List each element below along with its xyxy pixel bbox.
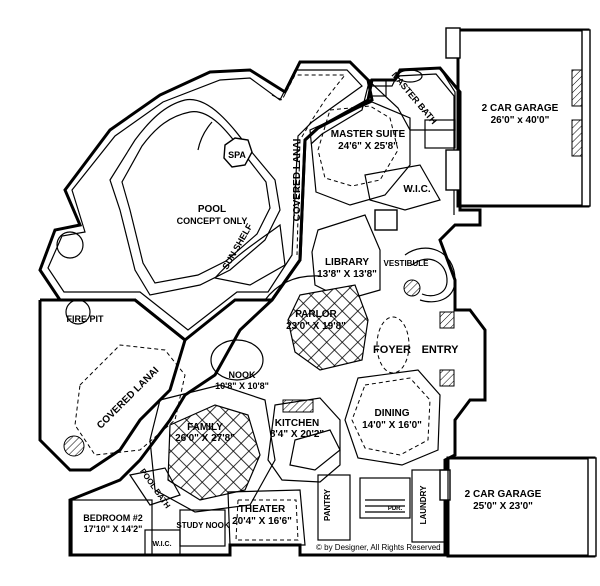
family-walls	[149, 384, 276, 513]
study-nook-walls	[179, 509, 226, 547]
label-study-nook-text: STUDY NOOK	[176, 521, 229, 530]
master-bath-walls	[366, 67, 456, 131]
label-dining-size: 14'0" X 16'0"	[362, 420, 422, 431]
house-outline	[68, 66, 487, 557]
spiral-stair	[63, 435, 85, 457]
label-nook-name: NOOK	[229, 370, 257, 380]
label-study-nook: STUDY NOOK	[176, 521, 229, 530]
service-stair	[365, 499, 405, 513]
covered-lanai-left-outline	[74, 344, 186, 456]
sun-shelf-area	[213, 223, 286, 286]
label-family-size: 26'0" X 27'8"	[175, 433, 235, 444]
label-powder: PDR.	[388, 506, 403, 512]
label-covered-lanai-left: COVERED LANAI	[95, 365, 161, 431]
pool-deck-round-corner	[56, 231, 84, 259]
left-deck	[38, 298, 187, 472]
parlor-floor	[287, 284, 369, 371]
covered-lanai-top-outline	[271, 74, 347, 256]
dining-ceiling	[351, 377, 431, 456]
label-kitchen-name: KITCHEN	[275, 418, 319, 429]
label-laundry: LAUNDRY	[419, 485, 428, 524]
spa	[223, 137, 253, 168]
label-parlor-size: 23'0" X 19'8"	[286, 321, 346, 332]
label-kitchen-size: 8'4" X 20'2"	[270, 429, 325, 440]
label-master-suite-name: MASTER SUITE	[331, 129, 406, 140]
wic-bottom-walls	[144, 529, 181, 556]
label-foyer: FOYER	[373, 344, 411, 356]
family-floor	[167, 404, 261, 501]
theater-walls	[227, 489, 306, 546]
entry-column-bottom	[439, 369, 455, 387]
label-library-size: 13'8" X 13'8"	[317, 269, 377, 280]
wic-top-walls	[364, 164, 441, 211]
copyright-notice: © by Designer, All Rights Reserved	[316, 543, 441, 552]
label-family-name: FAMILY	[187, 422, 223, 433]
label-covered-lanai-top: COVERED LANAI	[292, 138, 303, 221]
library-column	[374, 209, 398, 231]
label-theater-size: 20'4" X 16'6"	[232, 516, 292, 527]
pantry-walls	[317, 474, 351, 541]
label-wic-bottom: W.I.C.	[152, 541, 171, 548]
label-garage-bottom-size: 25'0" X 23'0"	[473, 501, 533, 512]
label-pool-note: CONCEPT ONLY	[177, 216, 248, 226]
label-theater-name: THEATER	[239, 504, 286, 515]
label-parlor-name: PARLOR	[295, 309, 337, 320]
master-suite-walls	[309, 101, 411, 206]
label-garage-top-name: 2 CAR GARAGE	[482, 103, 559, 114]
pool	[109, 99, 286, 296]
garage-top	[445, 27, 591, 208]
nook-bay	[210, 339, 264, 381]
kitchen-walls	[267, 397, 341, 483]
label-garage-top-size: 26'0" x 40'0"	[491, 115, 550, 126]
label-garage-bottom-name: 2 CAR GARAGE	[465, 489, 542, 500]
label-dining-name: DINING	[375, 408, 410, 419]
vestibule-stair	[403, 247, 456, 303]
label-pantry: PANTRY	[323, 488, 332, 521]
label-wic-top: W.I.C.	[403, 184, 430, 195]
pool-deck	[38, 60, 374, 342]
bath-vanity	[424, 119, 456, 149]
laundry-walls	[411, 469, 449, 543]
pool-bath-walls	[129, 467, 181, 506]
kitchen-island-top	[282, 399, 314, 413]
label-pool-name: POOL	[198, 204, 226, 215]
dining-walls	[344, 369, 441, 466]
label-spa: SPA	[228, 150, 246, 160]
label-entry: ENTRY	[422, 344, 460, 356]
bedroom2-walls	[71, 499, 153, 556]
label-nook-size: 10'8" X 10'8"	[215, 381, 269, 391]
label-bedroom2-name: BEDROOM #2	[83, 513, 143, 523]
bathtub	[397, 69, 423, 83]
label-library-name: LIBRARY	[325, 257, 369, 268]
pdr-walls	[359, 477, 411, 519]
fire-pit-circle	[65, 299, 91, 325]
library-walls	[311, 214, 381, 301]
kitchen-island	[289, 429, 341, 471]
shower	[369, 79, 387, 97]
label-master-bath: MASTER BATH	[390, 70, 439, 126]
label-master-suite-size: 24'6" X 25'8"	[338, 141, 398, 152]
label-vestibule: VESTIBULE	[384, 259, 430, 268]
entry-column-top	[439, 311, 455, 329]
label-bedroom2-size: 17'10" X 14'2"	[84, 524, 143, 534]
label-fire-pit: FIRE PIT	[66, 314, 104, 324]
theater-ceiling	[235, 499, 299, 541]
